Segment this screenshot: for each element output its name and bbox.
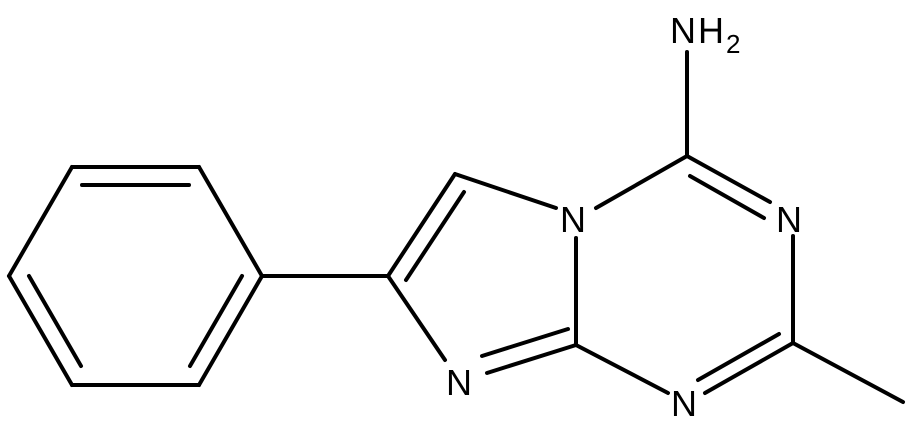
triazine-bond-n-c4: [594, 154, 689, 210]
imidazole-bond-c8a-n: [485, 343, 578, 375]
triazine-double-bond-c2-n1: [696, 332, 781, 382]
amine-h-label: H: [698, 10, 724, 51]
triazine-bond-n1-c8a: [574, 343, 670, 395]
imidazole-bond-c7-c6: [386, 172, 457, 278]
phenyl-bond-2: [197, 165, 264, 278]
imidazole-ring: [386, 172, 578, 375]
imidazole-bond-c6-n: [453, 172, 558, 210]
triazine-double-bond-c4-n3: [688, 174, 766, 220]
triazine-n1-label: N: [671, 383, 697, 424]
bridgehead-n-label: N: [560, 199, 586, 240]
triazine-n3-label: N: [776, 199, 802, 240]
phenyl-bond-5: [7, 274, 74, 387]
triazine-bond-c2-n1: [703, 341, 795, 395]
imidazole-bond-n-c7: [386, 274, 447, 362]
imidazole-double-bond-c7-c6: [404, 190, 466, 282]
imidazole-double-bond-c8a-n: [480, 327, 570, 358]
phenyl-ring: [7, 165, 264, 387]
amine-n-label: N: [670, 10, 696, 51]
triazine-bond-c4-n3: [685, 154, 772, 204]
phenyl-bond-6: [7, 165, 74, 278]
triazine-ring: [574, 154, 795, 395]
phenyl-inner-bond-3: [27, 274, 83, 368]
methyl-bond: [791, 341, 905, 404]
amine-subscript-label: 2: [726, 29, 740, 59]
phenyl-inner-bond-2: [188, 274, 244, 368]
imidazole-n-label: N: [446, 362, 472, 403]
phenyl-bond-3: [197, 274, 264, 387]
